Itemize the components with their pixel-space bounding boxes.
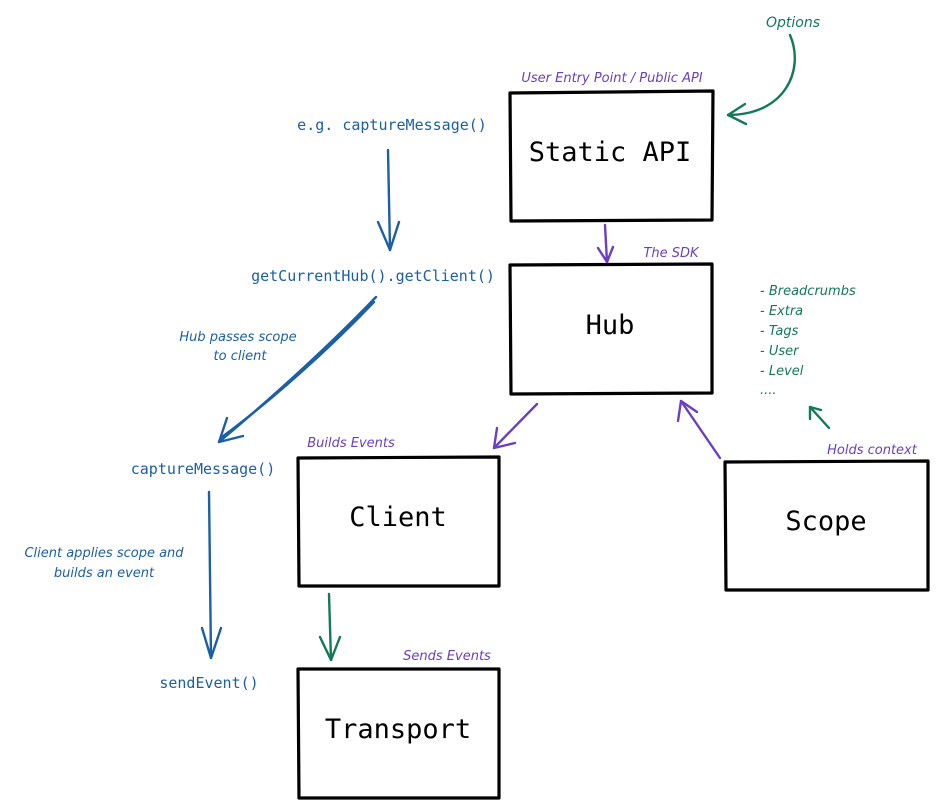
user-entry-point-annotation: User Entry Point / Public API — [521, 71, 702, 86]
options-arrow — [726, 33, 796, 126]
context-item-list: - Breadcrumbs - Extra - Tags - User - Le… — [760, 284, 856, 398]
capture-message-example-text: e.g. captureMessage() — [297, 116, 487, 134]
hub-box: Hub — [508, 262, 714, 396]
client-capture-message-text: captureMessage() — [131, 460, 276, 478]
get-hub-to-client-capture-arrow — [217, 295, 378, 444]
capture-to-get-hub-arrow — [376, 148, 401, 252]
context-item-extra: - Extra — [760, 304, 803, 319]
hub-passes-scope-text-line2: to client — [214, 349, 268, 364]
context-item-user: - User — [760, 344, 800, 359]
context-item-more: .... — [760, 383, 777, 398]
static-api-to-hub-arrow — [596, 223, 615, 264]
send-event-text: sendEvent() — [159, 674, 258, 692]
context-item-level: - Level — [760, 364, 804, 379]
client-capture-to-send-event-arrow — [200, 490, 223, 660]
static-api-box: Static API — [508, 89, 715, 223]
client-to-transport-arrow — [318, 592, 342, 662]
context-item-breadcrumbs: - Breadcrumbs — [760, 284, 856, 299]
scope-box: Scope — [723, 459, 930, 592]
hub-label: Hub — [586, 310, 635, 341]
holds-context-arrow — [808, 405, 831, 430]
builds-events-annotation: Builds Events — [307, 436, 395, 451]
transport-label: Transport — [325, 714, 471, 745]
hub-to-client-arrow — [492, 402, 539, 450]
client-label: Client — [349, 502, 447, 533]
holds-context-annotation: Holds context — [827, 443, 918, 458]
context-item-tags: - Tags — [760, 324, 799, 339]
scope-label: Scope — [785, 506, 866, 537]
static-api-label: Static API — [529, 137, 692, 168]
scope-to-hub-arrow — [676, 399, 722, 460]
sends-events-annotation: Sends Events — [403, 649, 491, 664]
hub-passes-scope-text-line1: Hub passes scope — [179, 330, 296, 345]
get-current-hub-text: getCurrentHub().getClient() — [251, 267, 495, 285]
the-sdk-annotation: The SDK — [643, 246, 700, 261]
transport-box: Transport — [296, 667, 501, 800]
client-box: Client — [296, 455, 501, 588]
client-applies-scope-text-line2: builds an event — [54, 566, 155, 581]
options-annotation: Options — [766, 15, 820, 31]
client-applies-scope-text-line1: Client applies scope and — [24, 546, 184, 561]
